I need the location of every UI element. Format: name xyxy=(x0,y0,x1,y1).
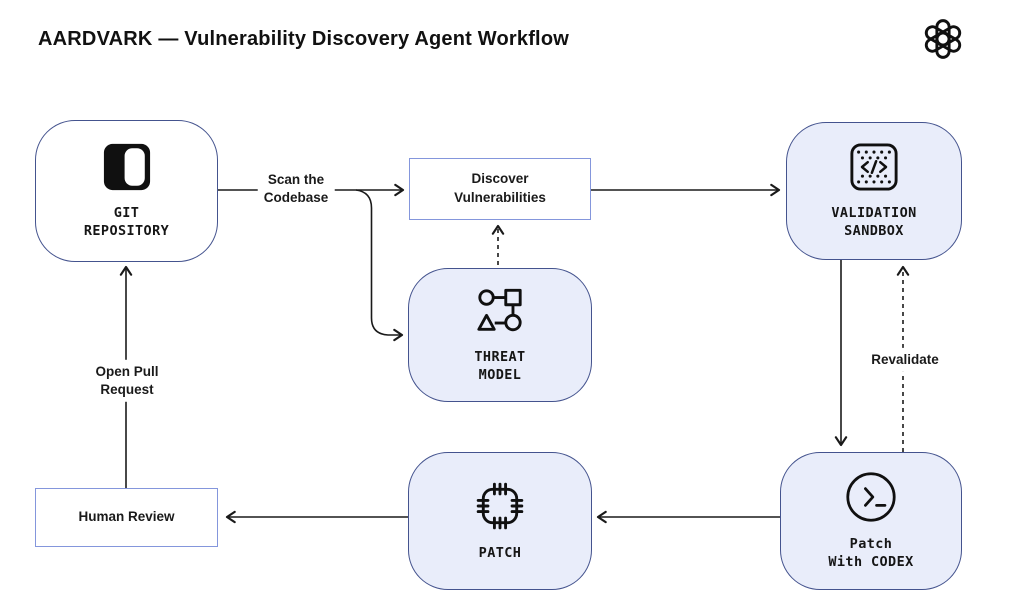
edge-label-scan-the-codebase: Scan the Codebase xyxy=(257,167,335,211)
edge-label-revalidate: Revalidate xyxy=(865,347,945,373)
edge-label-open-pull-request: Open Pull Request xyxy=(89,359,165,403)
node-label-validation-sandbox: VALIDATION SANDBOX xyxy=(831,204,916,240)
node-label-line: Vulnerabilities xyxy=(454,190,546,205)
terminal-icon xyxy=(845,471,897,523)
threat-model-icon xyxy=(473,286,527,336)
sandbox-code-icon xyxy=(849,142,899,192)
node-label-line: THREAT xyxy=(474,348,526,365)
edge-label-line: Open Pull xyxy=(95,363,159,379)
node-label-line: With CODEX xyxy=(828,554,914,570)
node-label-human-review: Human Review xyxy=(78,508,174,527)
node-human-review: Human Review xyxy=(35,488,218,547)
node-discover-vulnerabilities: Discover Vulnerabilities xyxy=(409,158,591,220)
edge-label-line: Codebase xyxy=(263,190,329,205)
node-label-patch: PATCH xyxy=(479,544,522,562)
node-label-discover: Discover Vulnerabilities xyxy=(454,170,546,208)
node-validation-sandbox: VALIDATION SANDBOX xyxy=(786,122,962,260)
node-git-repository: GIT REPOSITORY xyxy=(35,120,218,262)
node-label-line: SANDBOX xyxy=(844,223,904,239)
node-label-git-repository: GIT REPOSITORY xyxy=(84,204,169,240)
node-label-line: GIT xyxy=(113,204,140,221)
patch-stitch-icon xyxy=(474,480,526,532)
repository-icon xyxy=(102,142,152,192)
node-label-patch-with-codex: Patch With CODEX xyxy=(828,535,913,571)
edge-label-line: Scan the xyxy=(267,171,325,187)
openai-logo-icon xyxy=(922,18,964,60)
node-label-threat-model: THREAT MODEL xyxy=(474,348,525,384)
edge-label-line: Revalidate xyxy=(871,351,939,367)
edge-git-to-threat xyxy=(355,189,404,342)
node-label-line: MODEL xyxy=(478,367,522,383)
node-patch: PATCH xyxy=(408,452,592,590)
node-label-line: VALIDATION xyxy=(831,204,917,221)
edge-label-line: Request xyxy=(100,382,154,397)
node-label-line: PATCH xyxy=(478,544,522,561)
node-label-line: REPOSITORY xyxy=(83,223,170,239)
page-title: AARDVARK — Vulnerability Discovery Agent… xyxy=(38,28,569,50)
node-threat-model: THREAT MODEL xyxy=(408,268,592,402)
node-label-line: Human Review xyxy=(78,509,175,525)
node-label-line: Patch xyxy=(849,535,893,552)
node-label-line: Discover xyxy=(471,171,529,187)
node-patch-with-codex: Patch With CODEX xyxy=(780,452,962,590)
